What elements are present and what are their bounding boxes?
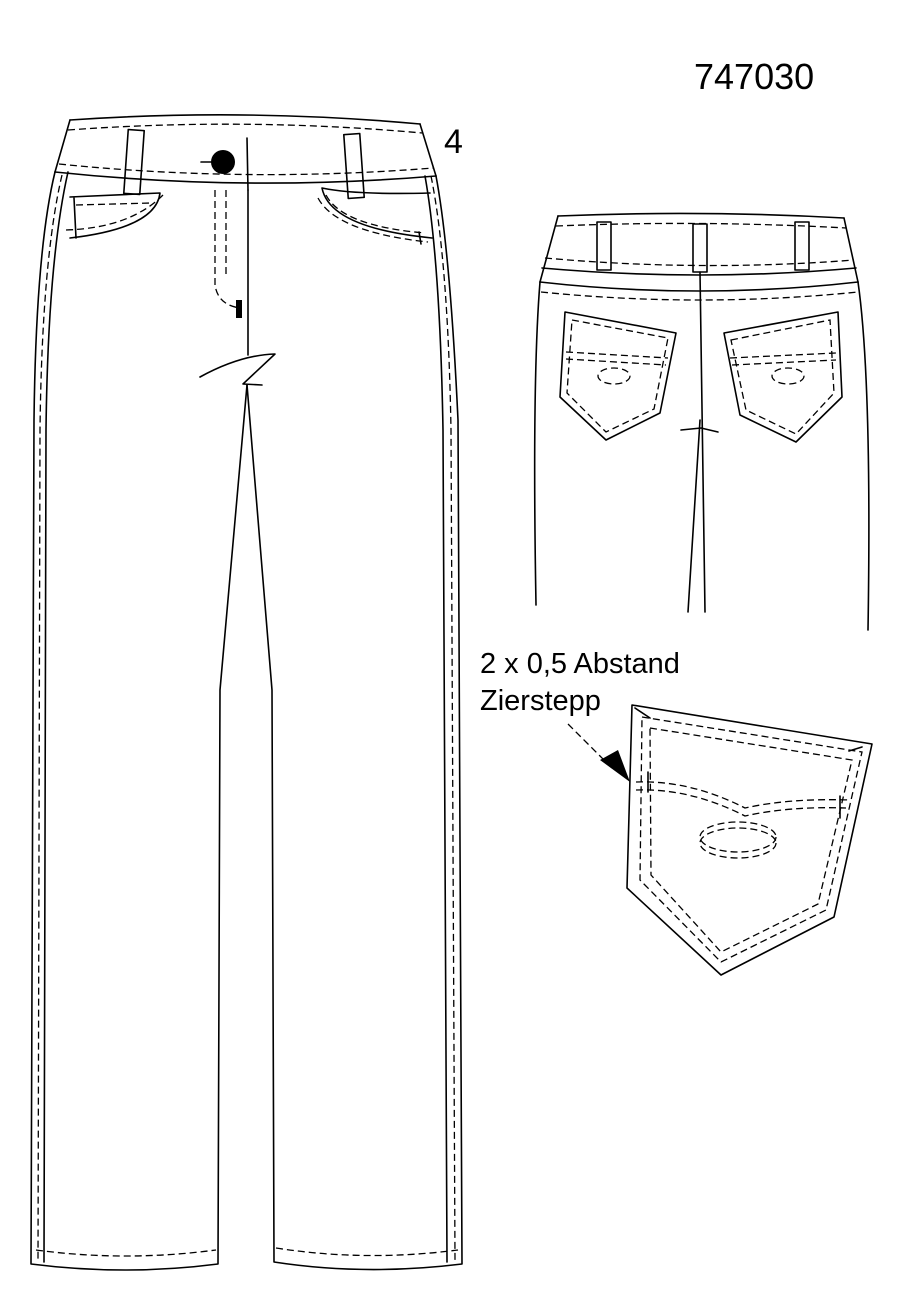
back-waistband [539, 212, 859, 301]
article-number: 747030 [694, 56, 815, 97]
back-center-seam [699, 271, 706, 613]
back-pocket-left [559, 311, 677, 441]
back-outline [533, 281, 870, 631]
front-view-trousers [30, 114, 463, 1271]
back-crotch-mark [680, 427, 719, 433]
break-symbol [199, 353, 276, 386]
front-waistband [54, 114, 437, 191]
annotation-stitch-note: Zierstepp [480, 685, 601, 717]
annotation-spacing-note: 2 x 0,5 Abstand [480, 648, 680, 680]
size-label: 4 [444, 123, 463, 161]
front-belt-loops [122, 128, 366, 200]
front-fly [214, 189, 249, 356]
front-outline [30, 171, 463, 1271]
front-pockets [65, 187, 433, 245]
back-pocket-right [723, 311, 843, 443]
button-icon [200, 150, 235, 174]
pocket-detail [626, 704, 873, 976]
back-view-trousers [533, 212, 870, 631]
arrow-icon [567, 723, 630, 782]
